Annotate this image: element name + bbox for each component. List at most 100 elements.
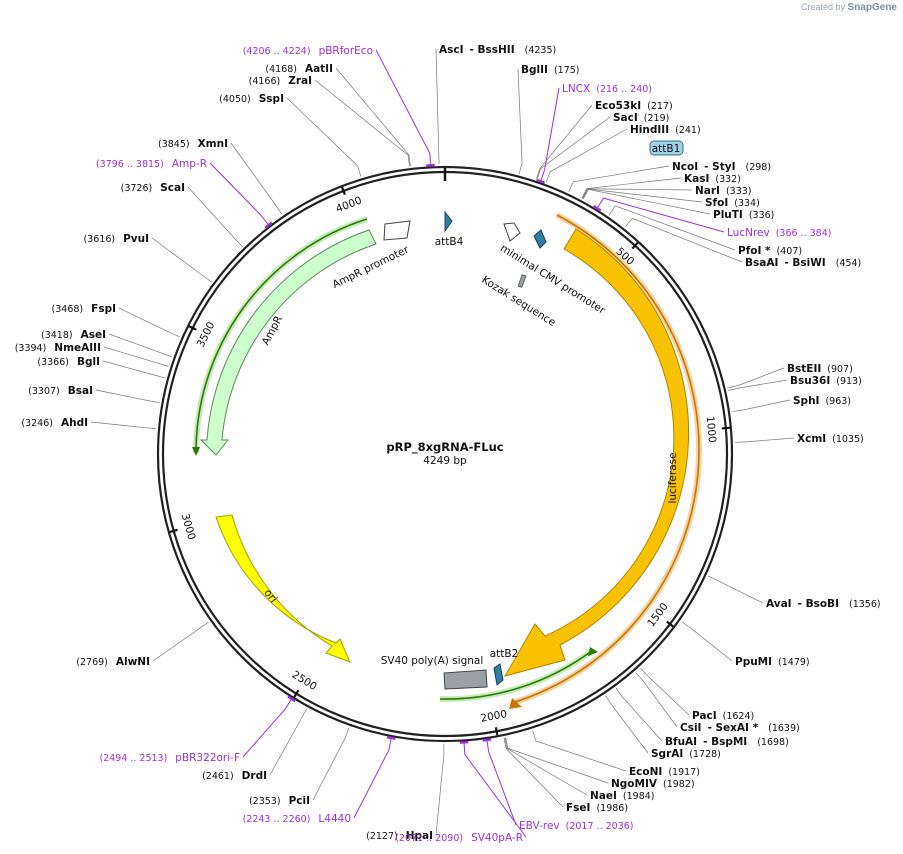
label-name: PvuI: [123, 233, 149, 245]
enzyme-label[interactable]: HpaI(2127): [366, 830, 433, 842]
enzyme-label[interactable]: HindIII(241): [630, 124, 701, 136]
enzyme-label[interactable]: PacI(1624): [692, 710, 754, 722]
enzyme-label[interactable]: AseI(3418): [41, 329, 106, 341]
luciferase-orf-arrowhead: [509, 698, 522, 709]
tick-label: 2500: [290, 669, 319, 693]
attb2-feature[interactable]: [493, 663, 504, 686]
label-position: (4235): [525, 45, 557, 56]
primer-label[interactable]: SV40pA-R(2071 .. 2090): [395, 832, 523, 844]
primer-label[interactable]: LNCX(216 .. 240): [562, 83, 652, 95]
enzyme-label[interactable]: PpuMI(1479): [735, 656, 810, 668]
enzyme-label[interactable]: DrdI(2461): [202, 770, 267, 782]
label-name: Amp-R: [172, 158, 207, 170]
ori-feature[interactable]: [215, 514, 351, 663]
attb1-label: attB1: [652, 143, 681, 155]
label-name: AlwNI: [116, 656, 150, 668]
enzyme-label[interactable]: FseI(1986): [566, 802, 628, 814]
label-name: pBR322ori-F: [175, 752, 240, 764]
primer-leader: [463, 743, 527, 838]
enzyme-label[interactable]: SacI(219): [613, 112, 669, 124]
enzyme-label[interactable]: XcmI(1035): [797, 433, 864, 445]
label-position: (3726): [121, 183, 153, 194]
label-position: (907): [827, 364, 853, 375]
enzyme-leader: [90, 421, 157, 429]
enzyme-leader: [312, 727, 350, 801]
label-name: EBV-rev: [519, 820, 560, 832]
enzyme-label[interactable]: PvuI(3616): [83, 233, 149, 245]
primer-leader: [486, 740, 517, 826]
enzyme-label[interactable]: NaeI(1984): [590, 790, 655, 802]
enzyme-label[interactable]: NmeAIII(3394): [15, 342, 101, 354]
enzyme-label[interactable]: PluTI(336): [713, 209, 774, 221]
tick-mark: [666, 620, 674, 628]
enzyme-label[interactable]: AvaI-BsoBI(1356): [766, 598, 881, 610]
attb1-marker[interactable]: [533, 229, 547, 249]
label-name: ScaI: [160, 182, 185, 194]
enzyme-leader: [707, 575, 764, 604]
enzyme-leader: [605, 695, 649, 754]
ampr-promoter-feature[interactable]: [383, 220, 411, 241]
ampr-feature[interactable]: [199, 229, 377, 456]
enzyme-leader: [152, 621, 209, 662]
enzyme-label[interactable]: SfoI(334): [705, 197, 760, 209]
enzyme-leader: [504, 737, 588, 796]
enzyme-label[interactable]: AscI-BssHII(4235): [439, 44, 556, 56]
enzyme-label[interactable]: BglII(175): [521, 64, 579, 76]
sv40-polya-feature[interactable]: [443, 669, 488, 690]
enzyme-label[interactable]: PciI(2353): [249, 795, 310, 807]
enzyme-label[interactable]: Bsu36I(913): [790, 375, 862, 387]
attb1-badge[interactable]: [649, 140, 684, 156]
enzyme-label[interactable]: AhdI(3246): [21, 417, 88, 429]
label-position: (2243 .. 2260): [243, 814, 311, 825]
primer-leader: [540, 87, 560, 181]
enzyme-label[interactable]: FspI(3468): [52, 303, 116, 315]
kozak-feature[interactable]: [517, 274, 527, 288]
primer-label[interactable]: Amp-R(3796 .. 3815): [96, 158, 207, 170]
enzyme-leader: [568, 165, 670, 192]
enzyme-label[interactable]: XmnI(3845): [158, 138, 228, 150]
enzyme-label[interactable]: SphI(963): [793, 395, 851, 407]
label-position: (3468): [52, 304, 84, 315]
label-name-2: SexAI *: [715, 722, 758, 734]
luciferase-feature[interactable]: [503, 228, 690, 677]
enzyme-leader: [435, 743, 445, 836]
enzyme-label[interactable]: SgrAI(1728): [651, 748, 721, 760]
primer-label[interactable]: pBR322ori-F(2494 .. 2513): [99, 752, 240, 764]
enzyme-label[interactable]: BsaAI-BsiWI(454): [745, 257, 861, 269]
label-name: NgoMIV: [611, 778, 658, 790]
attb4-feature[interactable]: [444, 210, 453, 233]
snapgene-logo: SnapGene: [847, 2, 897, 13]
label-dash: -: [704, 161, 708, 173]
enzyme-label[interactable]: BfuAI-BspMI(1698): [665, 736, 789, 748]
label-name-2: BspMI: [711, 736, 747, 748]
enzyme-label[interactable]: EcoNI(1917): [629, 766, 700, 778]
enzyme-label[interactable]: NcoI-StyI(298): [672, 161, 771, 173]
primer-label[interactable]: EBV-rev(2017 .. 2036): [519, 820, 634, 832]
enzyme-label[interactable]: KasI(332): [684, 173, 741, 185]
enzyme-label[interactable]: BsaI(3307): [28, 385, 93, 397]
enzyme-label[interactable]: Eco53kI(217): [595, 100, 673, 112]
enzyme-label[interactable]: ScaI (3726): [121, 182, 185, 194]
enzyme-label[interactable]: BstEII(907): [787, 363, 853, 375]
enzyme-label[interactable]: PfoI *(407): [738, 245, 802, 257]
tick-mark: [721, 426, 730, 430]
enzyme-leader: [582, 189, 711, 215]
enzyme-label[interactable]: SspI(4050): [219, 93, 284, 105]
primer-label[interactable]: pBRforEco(4206 .. 4224): [243, 45, 373, 57]
enzyme-label[interactable]: ZraI(4166): [249, 75, 312, 87]
enzyme-leader: [314, 79, 410, 167]
enzyme-leader: [545, 128, 628, 183]
enzyme-leader: [727, 379, 788, 391]
minimal-cmv-promoter-feature[interactable]: [503, 222, 521, 242]
enzyme-label[interactable]: NgoMIV(1982): [611, 778, 695, 790]
enzyme-label[interactable]: CsiI-SexAI *(1639): [680, 722, 800, 734]
label-name-2: BsiWI: [792, 257, 825, 269]
primer-label[interactable]: LucNrev(366 .. 384): [727, 227, 831, 239]
label-position: (913): [836, 376, 862, 387]
label-name: SV40pA-R: [471, 832, 523, 844]
enzyme-label[interactable]: BglI(3366): [37, 356, 100, 368]
enzyme-label[interactable]: NarI(333): [695, 185, 752, 197]
enzyme-label[interactable]: AlwNI(2769): [76, 656, 150, 668]
enzyme-label[interactable]: AatII(4168): [265, 63, 333, 75]
primer-label[interactable]: L4440(2243 .. 2260): [243, 813, 351, 825]
